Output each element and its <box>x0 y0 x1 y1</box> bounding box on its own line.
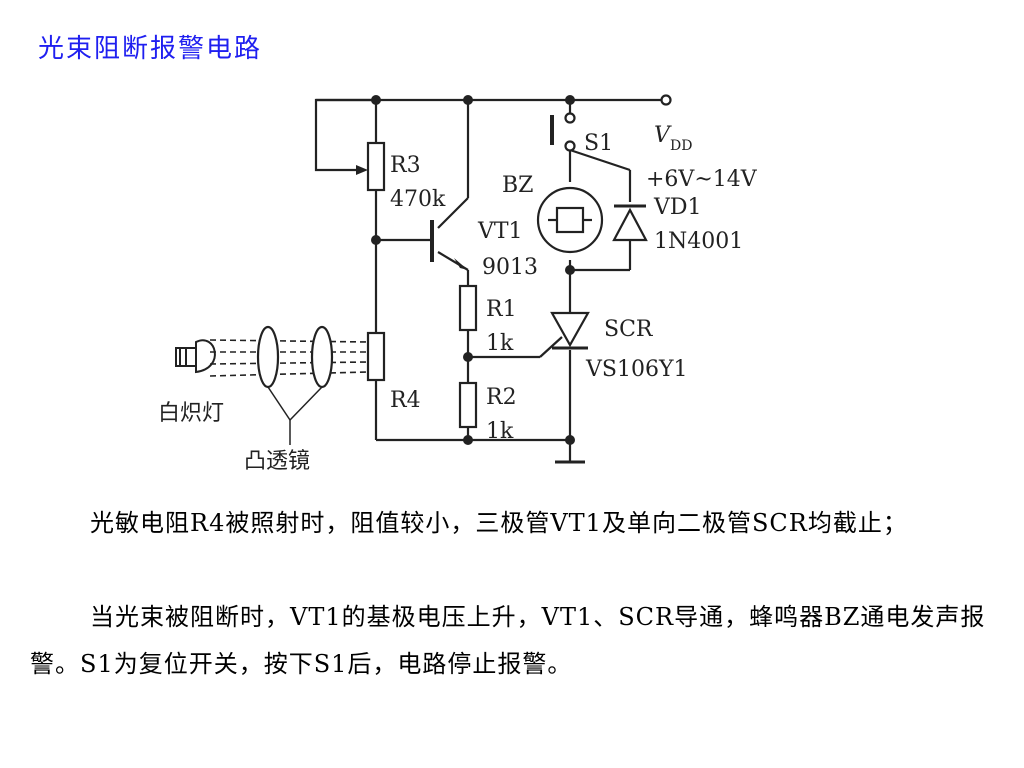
vdd-terminal <box>660 94 672 106</box>
vdd-label: V <box>654 123 672 148</box>
vd1-name-label: VD1 <box>653 195 702 220</box>
r3-resistor <box>366 141 386 192</box>
r4-name-label: R4 <box>390 388 421 413</box>
circuit-diagram: R3 470k S1 V DD +6V~14V BZ VD1 1N4001 VT… <box>158 94 758 474</box>
vd1-diode <box>612 204 648 242</box>
r3-wiper-arrow <box>356 165 368 175</box>
bz-label: BZ <box>502 173 533 198</box>
vdd-subscript-label: DD <box>670 138 692 154</box>
paragraph-1: 光敏电阻R4被照射时，阻值较小，三极管VT1及单向二极管SCR均截止； <box>30 500 1000 547</box>
scr-part-label: VS106Y1 <box>585 357 687 382</box>
r3-wiper-wire <box>314 98 376 172</box>
vt1-part-label: 9013 <box>482 255 538 280</box>
junction-dots <box>371 95 575 445</box>
lamp-label: 白炽灯 <box>158 401 224 426</box>
r2-name-label: R2 <box>486 385 517 410</box>
r3-value-label: 470k <box>390 187 446 212</box>
r1-name-label: R1 <box>486 297 517 322</box>
vt1-emitter-arrow <box>454 258 468 270</box>
vt1-name-label: VT1 <box>477 219 523 244</box>
s1-switch <box>550 112 576 152</box>
r2-value-label: 1k <box>486 419 514 444</box>
paragraph-2: 当光束被阻断时，VT1的基极电压上升，VT1、SCR导通，蜂鸣器BZ通电发声报警… <box>30 594 1000 688</box>
convex-lens-icon <box>256 325 334 389</box>
r4-photoresistor <box>366 331 386 382</box>
vd1-part-label: 1N4001 <box>654 229 743 254</box>
paragraph-2-text: 当光束被阻断时，VT1的基极电压上升，VT1、SCR导通，蜂鸣器BZ通电发声报警… <box>30 603 986 678</box>
r3-name-label: R3 <box>390 153 421 178</box>
r2-resistor <box>458 381 478 429</box>
lens-pointer-lines <box>267 386 323 445</box>
r1-resistor <box>458 284 478 332</box>
paragraph-1-text: 光敏电阻R4被照射时，阻值较小，三极管VT1及单向二极管SCR均截止； <box>90 509 908 537</box>
bz-buzzer <box>536 186 604 254</box>
scr-thyristor <box>550 311 590 350</box>
r1-value-label: 1k <box>486 331 514 356</box>
s1-label: S1 <box>584 131 613 156</box>
scr-name-label: SCR <box>604 317 654 342</box>
lens-label: 凸透镜 <box>244 449 310 474</box>
page-title: 光束阻断报警电路 <box>38 34 263 64</box>
lamp-icon <box>175 339 216 374</box>
light-beam-icon <box>209 339 369 377</box>
vdd-range-label: +6V~14V <box>646 167 758 192</box>
